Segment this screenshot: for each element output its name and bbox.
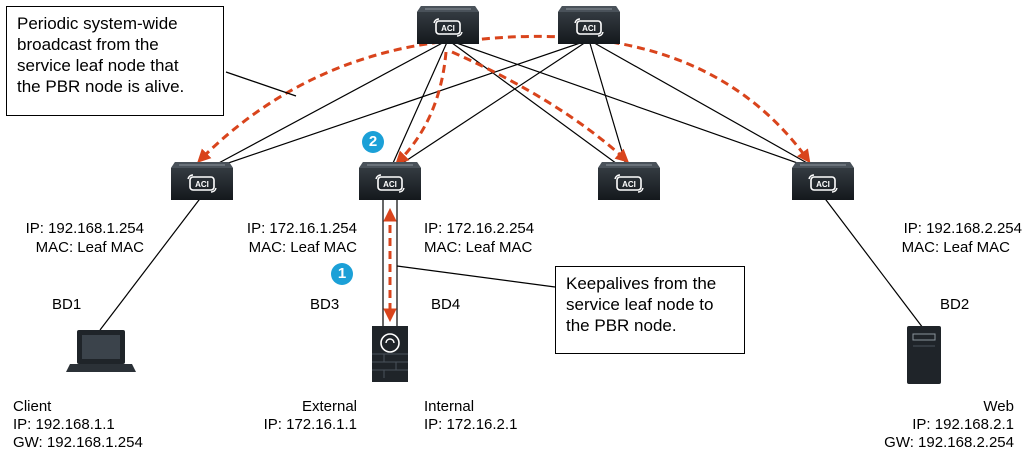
leaf1-mac-label: MAC: Leaf MAC: [35, 239, 144, 256]
aci-switch-icon: [170, 161, 234, 201]
callout-broadcast: Periodic system-wide broadcast from the …: [6, 6, 224, 116]
client-gw-label: GW: 192.168.1.254: [13, 434, 143, 451]
aci-switch-icon: [597, 161, 661, 201]
external-ip-label: IP: 172.16.1.1: [263, 416, 357, 433]
leaf2-right-ip-label: IP: 172.16.2.254: [424, 220, 535, 237]
callout-keepalive: Keepalives from the service leaf node to…: [555, 266, 745, 354]
leaf2-left-ip-label: IP: 172.16.1.254: [246, 220, 357, 237]
callout-keepalive-line: Keepalives from the: [566, 274, 717, 293]
device-links: [99, 195, 924, 331]
broadcast-arrow-leaf3: [451, 50, 629, 163]
leaf4-mac-label: MAC: Leaf MAC: [901, 239, 1010, 256]
broadcast-arrows: [197, 34, 811, 323]
leaf4-ip-label: IP: 192.168.2.254: [903, 220, 1022, 237]
callout-broadcast-line: broadcast from the: [17, 35, 159, 54]
step-badge-2: 2: [362, 131, 384, 153]
leaf2-left-mac-label: MAC: Leaf MAC: [248, 239, 357, 256]
leaf2-right-mac-label: MAC: Leaf MAC: [424, 239, 533, 256]
aci-switch-icon: [358, 161, 422, 201]
web-ip-label: IP: 192.168.2.1: [912, 416, 1014, 433]
callout-pointer-line: [225, 71, 297, 97]
bd1-label: BD1: [52, 296, 82, 313]
aci-switch-icon: [557, 5, 621, 45]
leaf1-ip-label: IP: 192.168.1.254: [25, 220, 144, 237]
callout-broadcast-line: Periodic system-wide: [17, 14, 178, 33]
web-gw-label: GW: 192.168.2.254: [884, 434, 1014, 451]
web-name-label: Web: [983, 398, 1014, 415]
laptop-icon: [66, 330, 136, 372]
callout-keepalive-line: the PBR node.: [566, 316, 677, 335]
server-icon: [907, 326, 941, 384]
broadcast-arrow-leaf2: [395, 51, 448, 165]
bd4-label: BD4: [431, 296, 461, 313]
broadcast-arrow-leaf1: [197, 40, 441, 163]
bd2-label: BD2: [940, 296, 970, 313]
broadcast-arrow-leaf4: [455, 34, 811, 164]
internal-ip-label: IP: 172.16.2.1: [424, 416, 518, 433]
client-name-label: Client: [13, 398, 52, 415]
callout-keepalive-line: service leaf node to: [566, 295, 714, 314]
bd3-label: BD3: [310, 296, 340, 313]
external-name-label: External: [301, 398, 357, 415]
step-badge-1: 1: [331, 263, 353, 285]
aci-switch-icon: [791, 161, 855, 201]
callout-broadcast-line: the PBR node is alive.: [17, 77, 185, 96]
firewall-icon: [372, 326, 408, 382]
aci-switch-icon: [416, 5, 480, 45]
callout-broadcast-line: service leaf node that: [17, 56, 179, 75]
client-ip-label: IP: 192.168.1.1: [13, 416, 115, 433]
fabric-links: [201, 39, 824, 173]
internal-name-label: Internal: [424, 398, 475, 415]
